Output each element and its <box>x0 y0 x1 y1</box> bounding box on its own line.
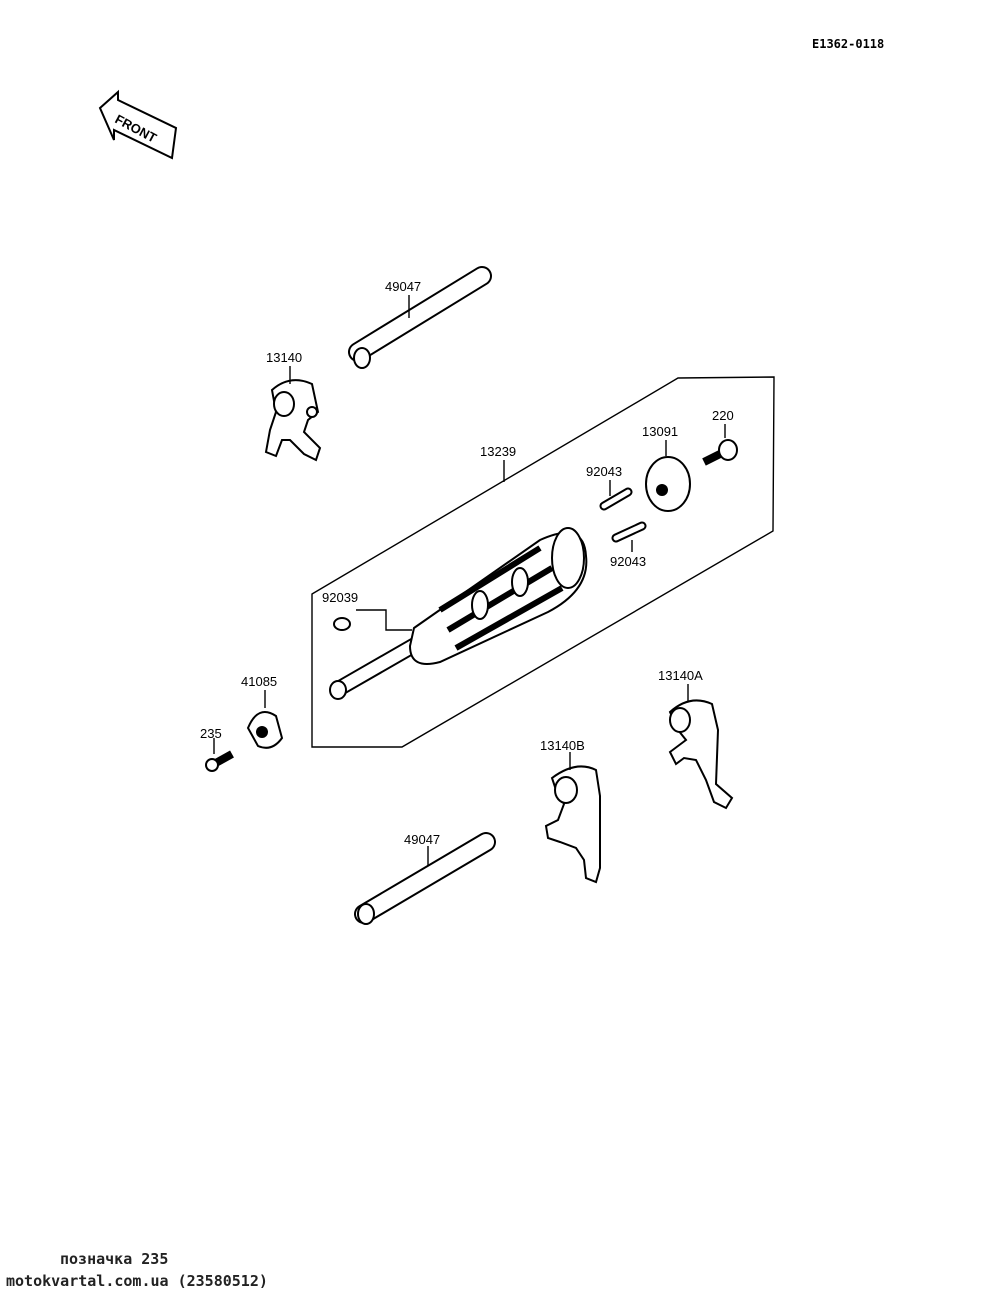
label-fork-mid: 13140B <box>540 738 585 753</box>
shift-shaft-bottom <box>354 832 496 925</box>
shift-fork-right <box>668 699 734 810</box>
label-bolt-220: 220 <box>712 408 734 423</box>
label-shaft-bottom: 49047 <box>404 832 440 847</box>
label-screw: 92039 <box>322 590 358 605</box>
front-arrow-icon: FRONT <box>98 89 178 160</box>
label-fork-left: 13140 <box>266 350 302 365</box>
shift-drum <box>329 527 588 700</box>
shift-fork-mid <box>544 765 601 884</box>
diagram-code: E1362-0118 <box>812 37 884 51</box>
bolt-235 <box>205 750 234 772</box>
pin-upper <box>599 487 633 511</box>
label-plate: 13091 <box>642 424 678 439</box>
label-drum: 13239 <box>480 444 516 459</box>
label-pin-lower: 92043 <box>610 554 646 569</box>
label-pin-upper: 92043 <box>586 464 622 479</box>
holder-41085 <box>246 711 284 749</box>
drum-assembly-frame <box>311 376 775 748</box>
shift-fork-left <box>264 379 322 462</box>
pin-lower <box>611 521 647 543</box>
footer-line1: позначка 235 <box>60 1250 168 1268</box>
screw-92039 <box>333 617 351 631</box>
footer-line2: motokvartal.com.ua (23580512) <box>6 1272 268 1290</box>
label-holder: 41085 <box>241 674 277 689</box>
bolt-220 <box>702 439 738 466</box>
shift-shaft-top <box>348 266 492 369</box>
label-bolt-235: 235 <box>200 726 222 741</box>
label-shaft-top: 49047 <box>385 279 421 294</box>
label-fork-right: 13140A <box>658 668 703 683</box>
plate-13091 <box>645 456 691 512</box>
